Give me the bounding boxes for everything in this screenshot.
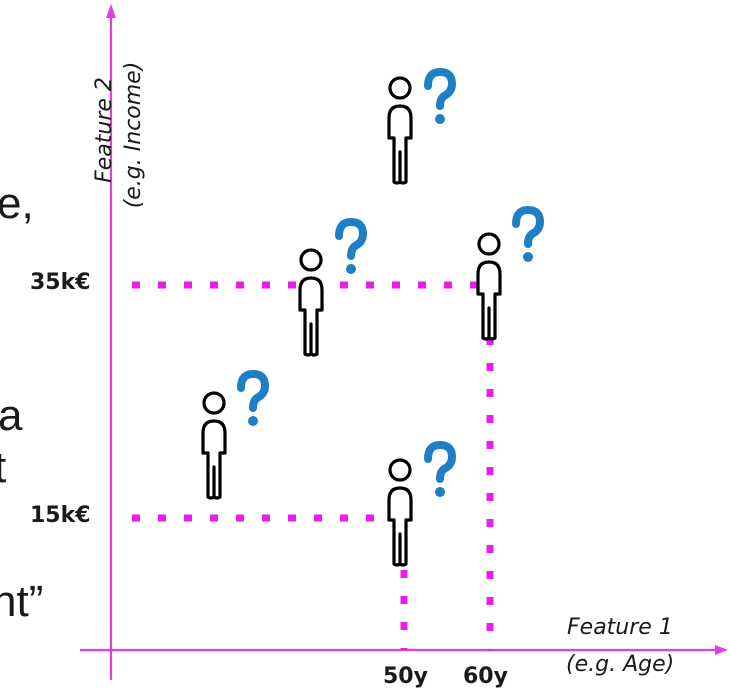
x-axis-subtitle: (e.g. Age) bbox=[566, 652, 675, 677]
cropped-text-fragment-1: e, bbox=[0, 179, 34, 228]
x-tick-60y: 60y bbox=[463, 664, 508, 689]
x-axis-arrowhead bbox=[715, 645, 728, 655]
y-axis-subtitle: (e.g. Income) bbox=[121, 61, 146, 209]
person-icon bbox=[387, 76, 413, 185]
person-35k-60y bbox=[476, 210, 540, 341]
x-tick-50y: 50y bbox=[383, 664, 428, 689]
person-lower-left bbox=[201, 374, 265, 500]
cropped-text-fragment-2: a bbox=[0, 391, 23, 440]
y-tick-35k: 35k€ bbox=[30, 270, 91, 295]
y-axis-arrowhead bbox=[106, 4, 116, 18]
question-mark-icon bbox=[241, 374, 265, 426]
person-icon bbox=[298, 248, 324, 357]
cropped-text-fragment-4: nt” bbox=[0, 577, 44, 626]
person-icon bbox=[476, 232, 502, 341]
question-mark-icon bbox=[428, 445, 452, 497]
person-35k-left bbox=[298, 222, 363, 357]
y-axis-title: Feature 2 bbox=[92, 77, 117, 183]
person-top bbox=[387, 72, 452, 185]
question-mark-icon bbox=[516, 210, 540, 262]
question-mark-icon bbox=[339, 222, 363, 274]
person-15k-50y bbox=[387, 445, 452, 567]
question-mark-icon bbox=[428, 72, 452, 124]
x-axis-title: Feature 1 bbox=[567, 615, 673, 640]
y-tick-15k: 15k€ bbox=[30, 503, 91, 528]
person-icon bbox=[201, 391, 227, 500]
person-icon bbox=[387, 458, 413, 567]
cropped-text-fragment-3: t bbox=[0, 443, 7, 492]
